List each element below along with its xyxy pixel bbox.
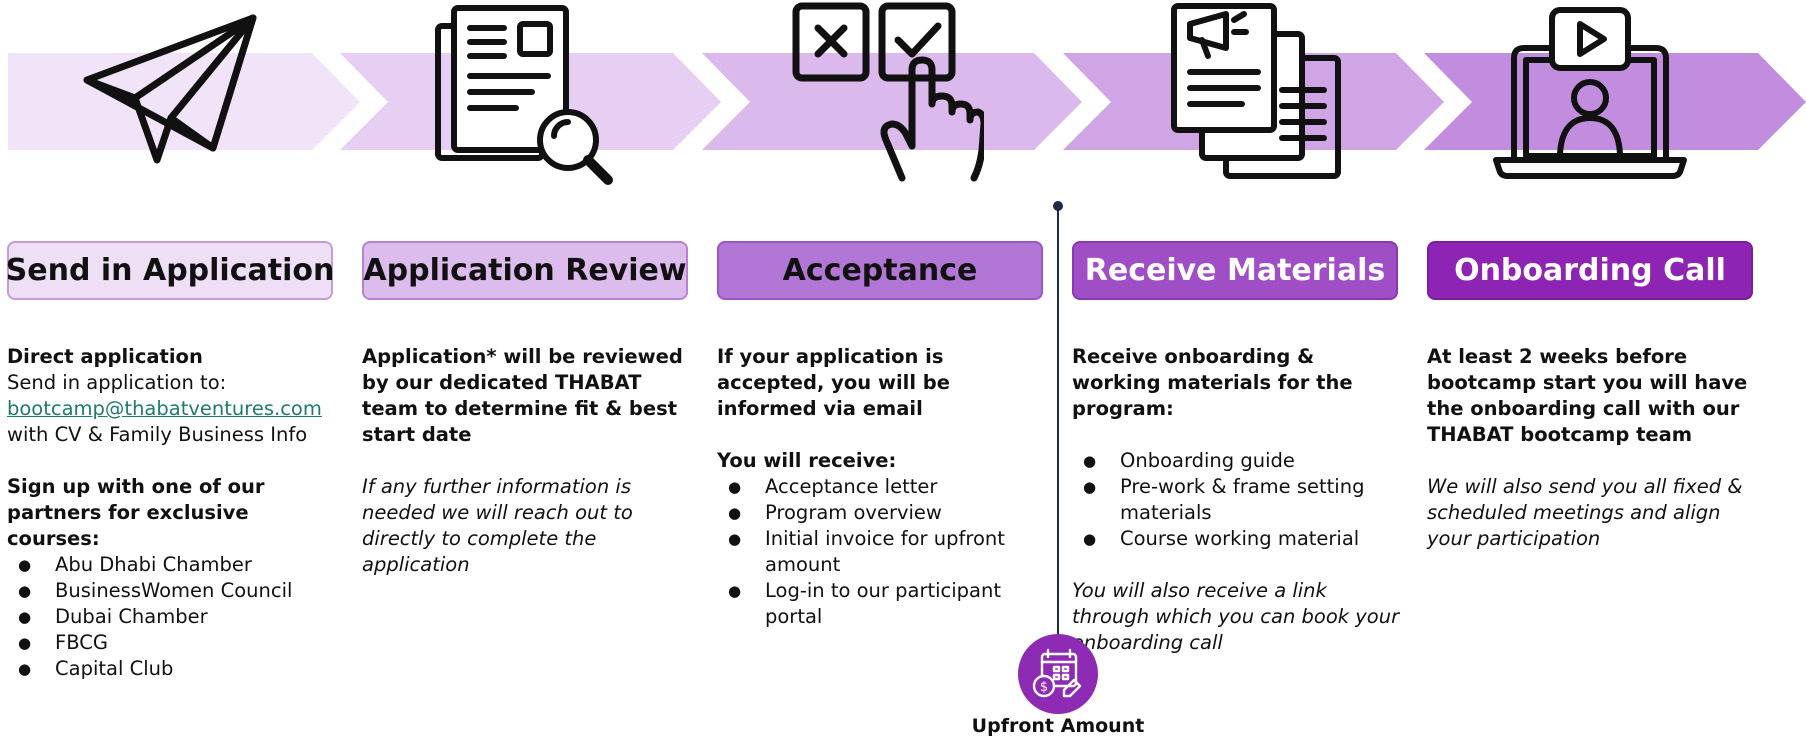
materials-documents-icon	[1146, 0, 1346, 190]
direct-application-heading: Direct application	[7, 345, 203, 368]
partners-heading: Sign up with one of our partners for exc…	[7, 475, 265, 550]
list-item: BusinessWomen Council	[7, 578, 342, 604]
arrow-segment-5	[1424, 53, 1806, 150]
send-to-text: Send in application to:	[7, 371, 227, 394]
step-button-acceptance[interactable]: Acceptance	[717, 241, 1043, 300]
document-search-icon	[432, 0, 632, 190]
materials-note: You will also receive a link through whi…	[1072, 579, 1400, 654]
list-item: Acceptance letter	[717, 474, 1052, 500]
accept-choice-icon	[784, 0, 988, 190]
list-item: Log-in to our participant portal	[717, 578, 1052, 630]
paper-plane-icon	[75, 0, 275, 190]
upfront-divider-line	[1057, 206, 1059, 634]
calendar-payment-icon: $	[1018, 634, 1098, 714]
review-note: If any further information is needed we …	[362, 475, 633, 576]
materials-items-list: Onboarding guide Pre-work & frame settin…	[1072, 448, 1407, 552]
video-call-icon	[1490, 0, 1690, 190]
list-item: Course working material	[1072, 526, 1407, 552]
list-item: Dubai Chamber	[7, 604, 342, 630]
list-item: FBCG	[7, 630, 342, 656]
onboarding-heading: At least 2 weeks before bootcamp start y…	[1427, 345, 1748, 446]
svg-text:$: $	[1040, 680, 1048, 695]
step-button-application-review[interactable]: Application Review	[362, 241, 688, 300]
receive-heading: You will receive:	[717, 449, 897, 472]
list-item: Onboarding guide	[1072, 448, 1407, 474]
partners-list: Abu Dhabi Chamber BusinessWomen Council …	[7, 552, 342, 682]
divider-dot	[1053, 201, 1063, 211]
step-detail-application-review: Application* will be reviewed by our ded…	[362, 344, 697, 578]
step-detail-receive-materials: Receive onboarding & working materials f…	[1072, 344, 1407, 656]
list-item: Capital Club	[7, 656, 342, 682]
step-detail-onboarding-call: At least 2 weeks before bootcamp start y…	[1427, 344, 1762, 552]
acceptance-items-list: Acceptance letter Program overview Initi…	[717, 474, 1052, 630]
step-button-send-in-application[interactable]: Send in Application	[6, 241, 334, 300]
list-item: Abu Dhabi Chamber	[7, 552, 342, 578]
acceptance-heading: If your application is accepted, you wil…	[717, 345, 950, 420]
step-detail-send-in-application: Direct application Send in application t…	[7, 344, 342, 682]
email-link[interactable]: bootcamp@thabatventures.com	[7, 397, 322, 420]
list-item: Initial invoice for upfront amount	[717, 526, 1052, 578]
upfront-amount-label: Upfront Amount	[971, 715, 1145, 737]
step-detail-acceptance: If your application is accepted, you wil…	[717, 344, 1052, 630]
onboarding-note: We will also send you all fixed & schedu…	[1427, 475, 1743, 550]
cv-info-text: with CV & Family Business Info	[7, 423, 308, 446]
step-button-receive-materials[interactable]: Receive Materials	[1072, 241, 1398, 300]
review-heading: Application* will be reviewed by our ded…	[362, 345, 683, 446]
materials-heading: Receive onboarding & working materials f…	[1072, 345, 1353, 420]
list-item: Program overview	[717, 500, 1052, 526]
step-button-onboarding-call[interactable]: Onboarding Call	[1427, 241, 1753, 300]
list-item: Pre-work & frame setting materials	[1072, 474, 1407, 526]
